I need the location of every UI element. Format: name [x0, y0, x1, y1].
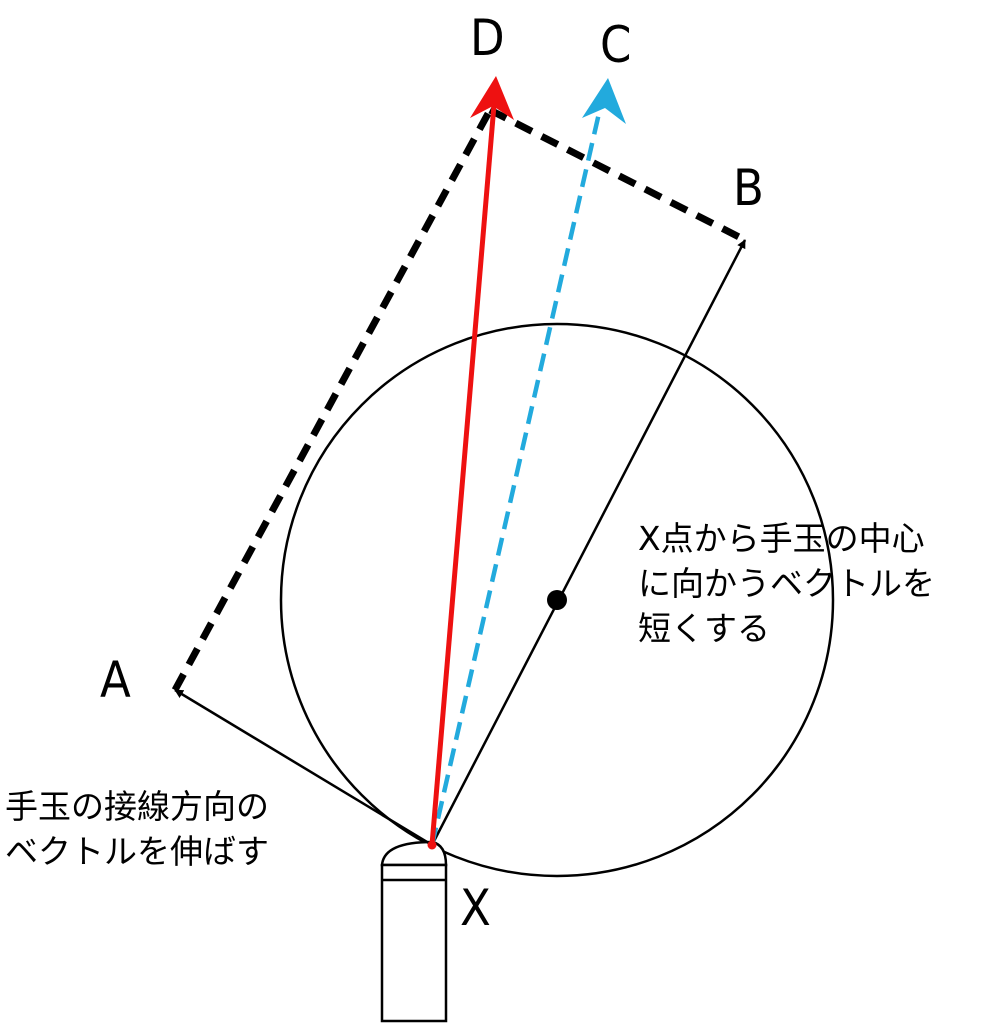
- cue-stick: [380, 840, 448, 1023]
- right-note-line-1: X点から手玉の中心: [638, 519, 925, 558]
- label-x: X: [460, 879, 491, 937]
- cue-ball-circle: [279, 322, 835, 878]
- cue-stick-body: [380, 863, 448, 1023]
- label-c: C: [600, 16, 631, 74]
- label-d: D: [470, 9, 505, 67]
- left-note-line-1: 手玉の接線方向の: [5, 787, 269, 826]
- vector-x-to-a: [174, 688, 433, 847]
- label-b: B: [733, 159, 764, 217]
- right-note-line-2: に向かうベクトルを: [638, 564, 935, 603]
- vector-d-arrowhead: [470, 76, 514, 120]
- vector-x-to-c: [429, 99, 605, 846]
- contact-point-x: [427, 840, 437, 850]
- vector-x-to-d: [429, 104, 497, 846]
- vector-c-arrowhead: [582, 78, 626, 124]
- cue-ball-center: [547, 590, 567, 610]
- right-annotation: X点から手玉の中心 に向かうベクトルを 短くする: [638, 519, 935, 648]
- right-note-line-3: 短くする: [638, 609, 770, 648]
- dashed-line-d-to-b: [488, 106, 747, 244]
- left-note-line-2: ベクトルを伸ばす: [5, 832, 269, 871]
- dashed-line-a-to-d: [171, 108, 494, 692]
- left-annotation: 手玉の接線方向の ベクトルを伸ばす: [5, 787, 269, 871]
- label-a: A: [100, 651, 131, 709]
- vector-x-to-b: [430, 239, 747, 846]
